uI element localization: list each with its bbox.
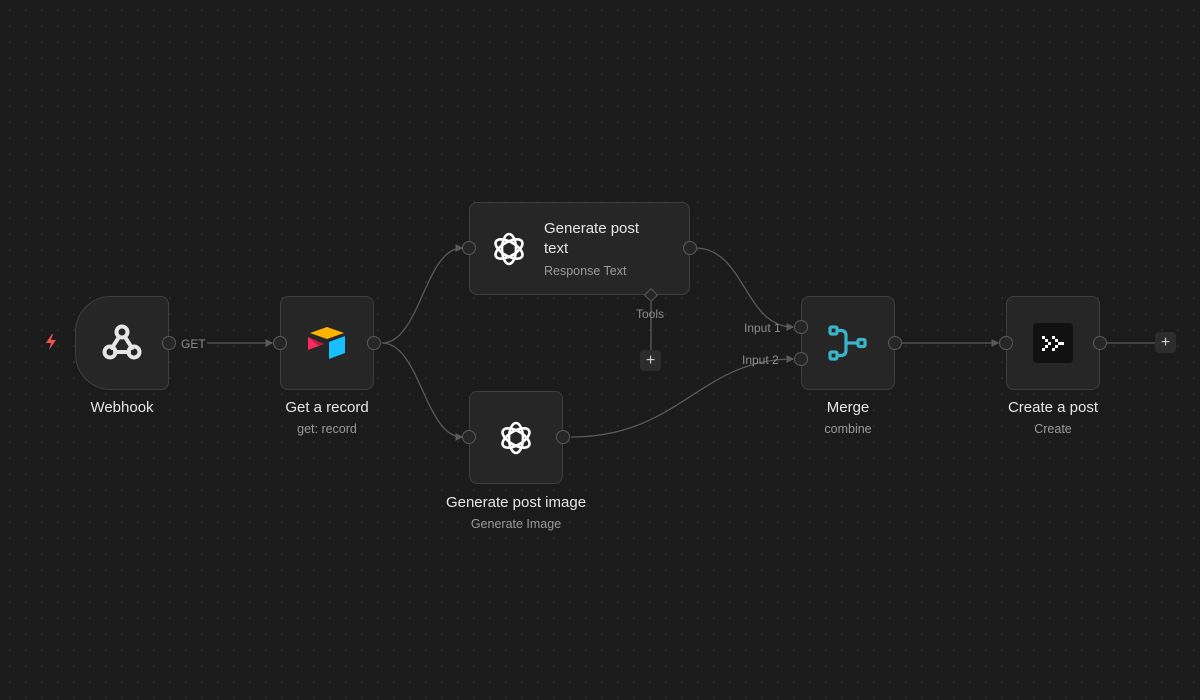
gentext-output-handle[interactable] <box>683 241 697 255</box>
airtable-icon <box>308 327 345 359</box>
airtable-output-handle[interactable] <box>367 336 381 350</box>
trigger-bolt-icon <box>46 334 56 350</box>
merge-title: Merge <box>826 399 870 416</box>
genimage-output-handle[interactable] <box>556 430 570 444</box>
airtable-title: Get a record <box>285 399 369 416</box>
edge-gentext-merge <box>696 247 795 331</box>
merge-input2-handle[interactable] <box>794 352 808 366</box>
edge-airtable-genimage <box>381 342 464 441</box>
edge-genimage-merge <box>570 355 795 438</box>
openai-icon <box>501 421 531 454</box>
typefully-icon <box>1033 323 1073 363</box>
merge-subtitle: combine <box>824 422 872 436</box>
edge-airtable-gentext <box>381 244 464 344</box>
merge-input1-label: Input 1 <box>744 321 781 335</box>
node-merge[interactable] <box>801 296 895 390</box>
add-next-node-button[interactable]: + <box>1155 332 1176 353</box>
genimage-title: Generate post image <box>445 494 587 511</box>
gentext-input-handle[interactable] <box>462 241 476 255</box>
merge-icon <box>828 325 867 361</box>
webhook-output-handle[interactable] <box>162 336 176 350</box>
openai-icon <box>494 232 524 266</box>
node-create-a-post[interactable] <box>1006 296 1100 390</box>
webhook-get-label: GET <box>181 337 206 351</box>
genimage-input-handle[interactable] <box>462 430 476 444</box>
webhook-icon <box>102 324 142 360</box>
createpost-output-handle[interactable] <box>1093 336 1107 350</box>
merge-input1-handle[interactable] <box>794 320 808 334</box>
merge-input2-label: Input 2 <box>742 353 779 367</box>
createpost-input-handle[interactable] <box>999 336 1013 350</box>
add-tool-button[interactable]: + <box>640 350 661 371</box>
gentext-title-line2: text <box>544 240 569 257</box>
airtable-input-handle[interactable] <box>273 336 287 350</box>
airtable-subtitle: get: record <box>297 422 357 436</box>
tools-label: Tools <box>636 307 665 321</box>
node-generate-post-text[interactable]: Generate post text Response Text <box>469 202 690 295</box>
createpost-title: Create a post <box>1007 399 1099 416</box>
createpost-subtitle: Create <box>1034 422 1072 436</box>
gentext-subtitle: Response Text <box>544 264 627 278</box>
genimage-subtitle: Generate Image <box>470 517 562 531</box>
node-get-a-record[interactable] <box>280 296 374 390</box>
webhook-title: Webhook <box>90 399 154 416</box>
node-webhook[interactable] <box>75 296 169 390</box>
node-generate-post-image[interactable] <box>469 391 563 484</box>
merge-output-handle[interactable] <box>888 336 902 350</box>
gentext-title-line1: Generate post <box>544 220 640 237</box>
